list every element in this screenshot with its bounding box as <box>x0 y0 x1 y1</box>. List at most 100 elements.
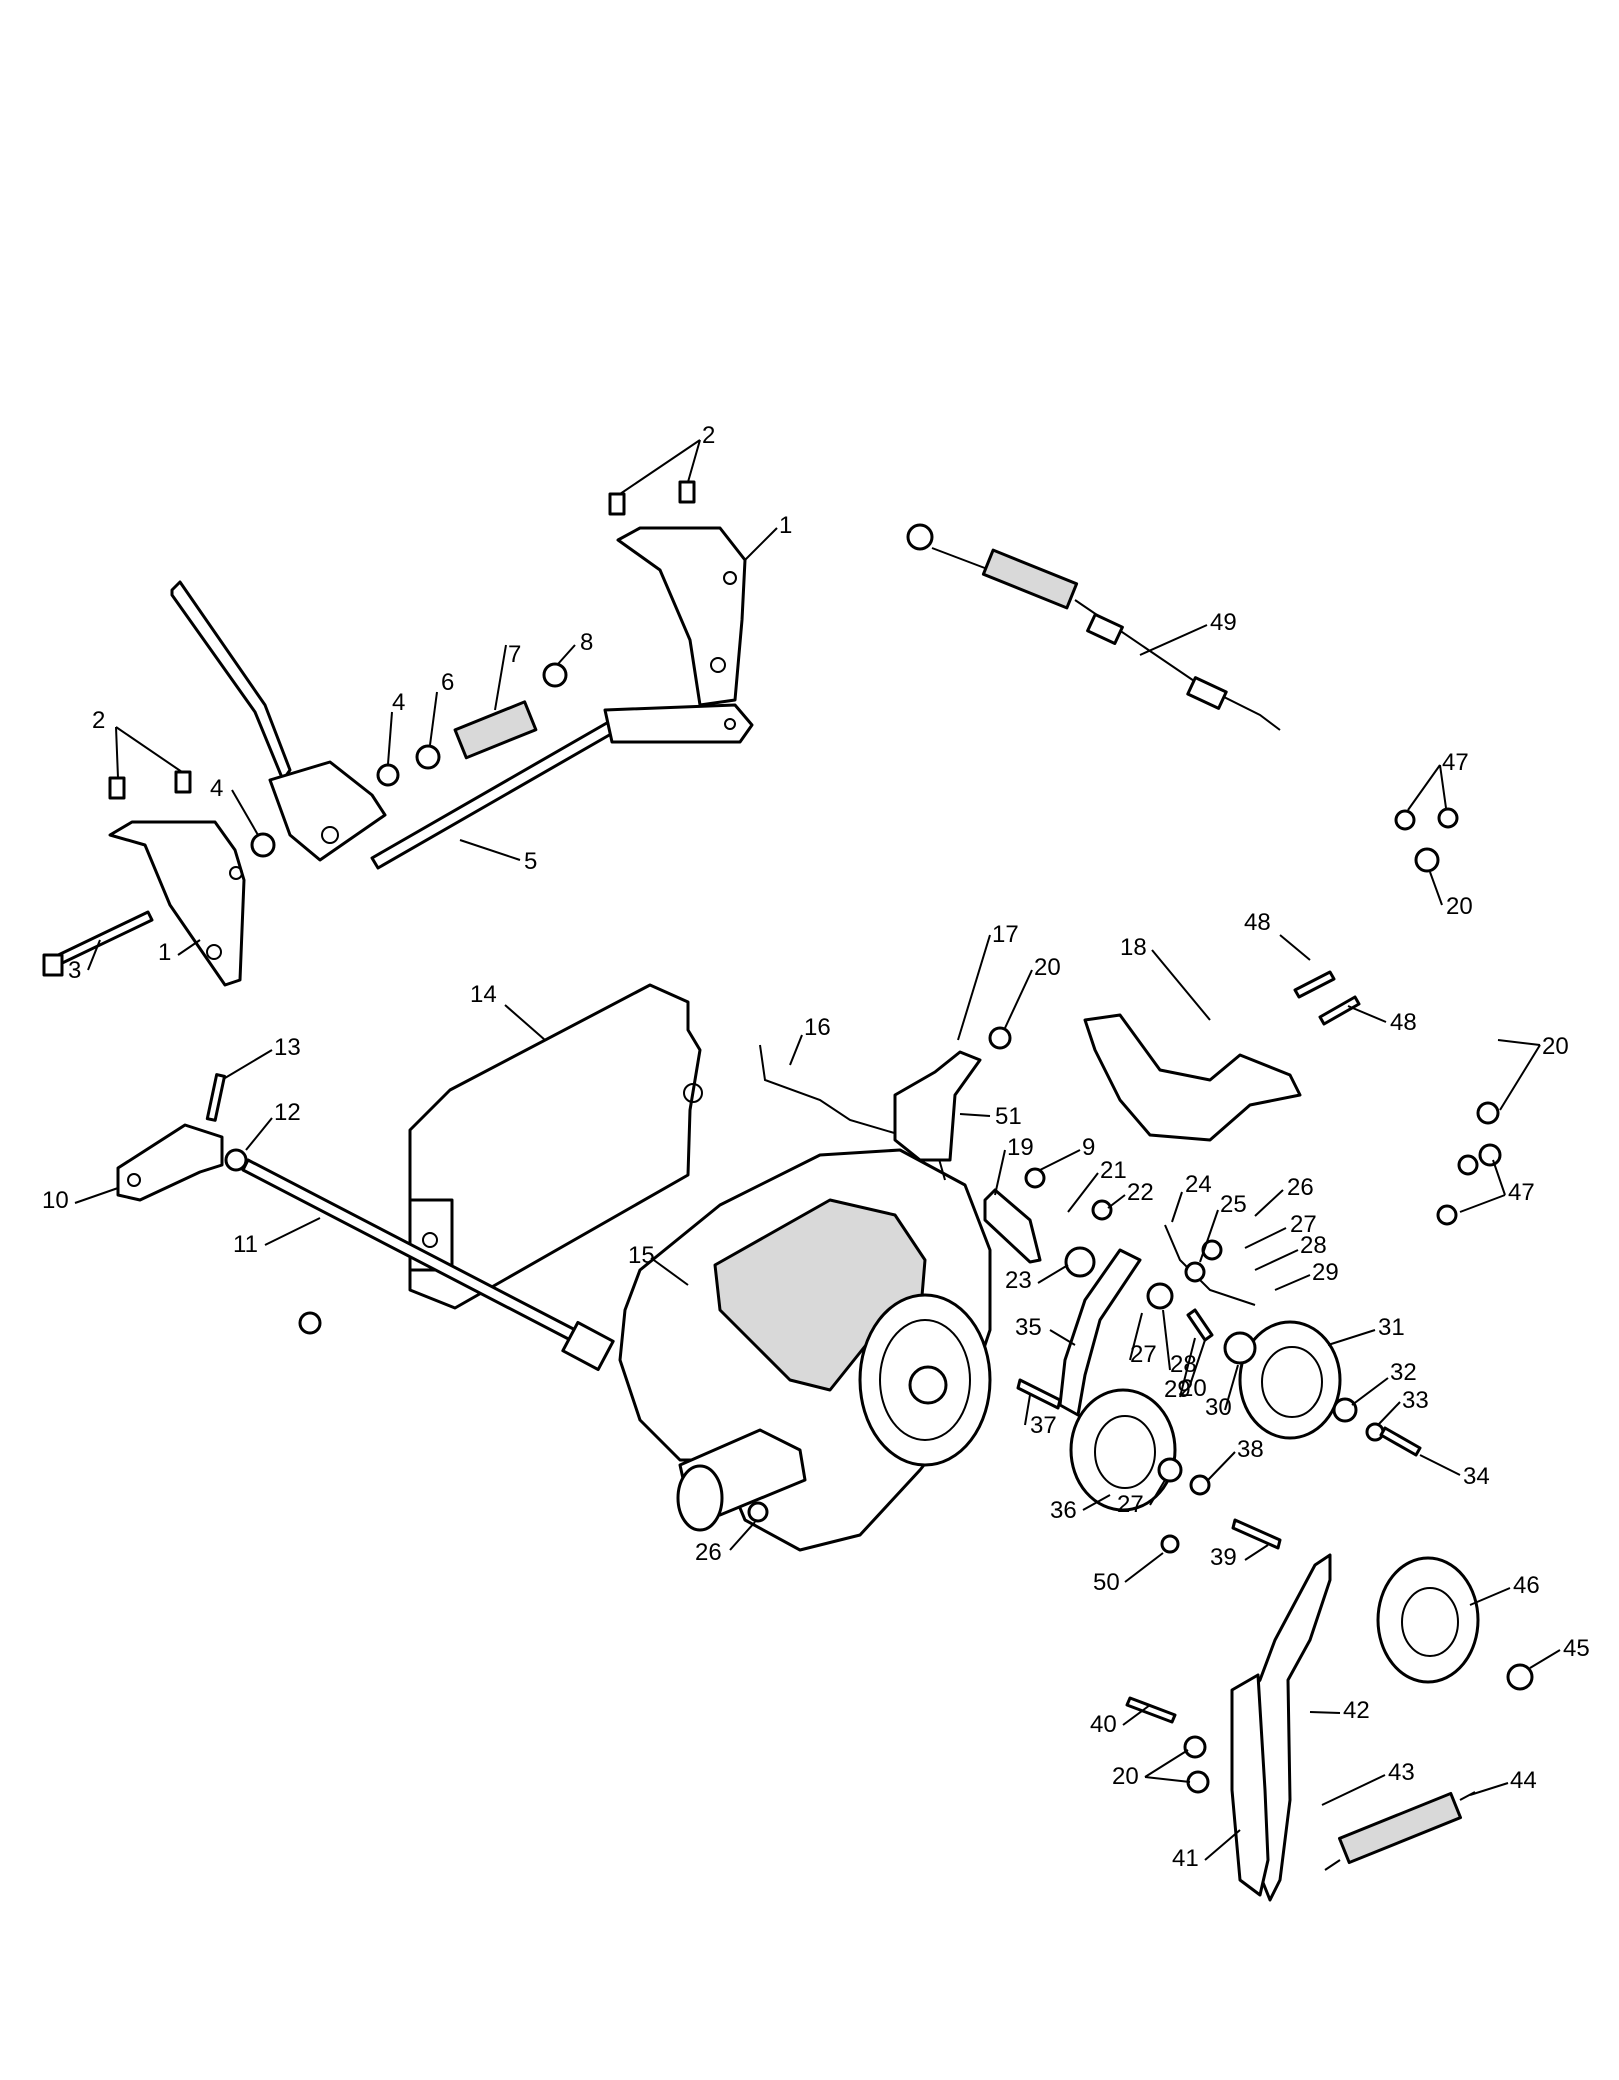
leader-c51 <box>959 1113 991 1117</box>
callout-label-26: 26 <box>695 1539 722 1566</box>
callout-label-38: 38 <box>1237 1436 1264 1463</box>
leader-c20c <box>1497 1039 1541 1111</box>
leader-c33 <box>1377 1401 1401 1426</box>
callout-label-51: 51 <box>995 1103 1022 1130</box>
part-cable <box>906 523 1281 731</box>
callout-label-3: 3 <box>68 957 81 984</box>
part-lever-rod <box>170 580 754 870</box>
callout-label-23: 23 <box>1005 1267 1032 1294</box>
leader-c4a <box>387 711 393 765</box>
leader-c50 <box>1124 1552 1164 1583</box>
leader-c35 <box>1049 1329 1076 1346</box>
callout-label-42: 42 <box>1343 1697 1370 1724</box>
callout-label-14: 14 <box>470 981 497 1008</box>
part-tension-bracket <box>1230 1553 1476 1902</box>
leader-c2b <box>115 726 183 779</box>
callout-label-26: 26 <box>1287 1174 1314 1201</box>
leader-c29b <box>1189 1339 1206 1386</box>
leader-c21 <box>1067 1172 1099 1213</box>
leader-c20e <box>1144 1749 1191 1783</box>
callout-label-4: 4 <box>210 775 223 802</box>
callout-label-49: 49 <box>1210 609 1237 636</box>
callout-label-46: 46 <box>1513 1572 1540 1599</box>
callout-label-30: 30 <box>1205 1394 1232 1421</box>
callout-label-8: 8 <box>580 629 593 656</box>
part-bolt-long <box>42 910 154 977</box>
callout-label-11: 11 <box>233 1231 258 1258</box>
leader-c27c <box>1149 1479 1166 1506</box>
leader-c1a <box>744 527 778 561</box>
callout-label-33: 33 <box>1402 1387 1429 1414</box>
leader-c1b <box>177 939 201 956</box>
callout-label-16: 16 <box>804 1014 831 1041</box>
leader-c36 <box>1082 1494 1111 1511</box>
leader-c9 <box>1039 1149 1081 1171</box>
callout-label-47: 47 <box>1442 749 1469 776</box>
callout-label-28: 28 <box>1300 1232 1327 1259</box>
part-plate <box>408 983 703 1310</box>
leader-c20a <box>1429 871 1443 906</box>
callout-label-5: 5 <box>524 848 537 875</box>
leader-c26b <box>729 1521 756 1551</box>
callout-label-1: 1 <box>158 939 171 966</box>
callout-label-27: 27 <box>1117 1491 1144 1518</box>
leader-c10 <box>74 1187 119 1204</box>
leader-c19 <box>994 1149 1006 1196</box>
part-bracket-lower <box>108 770 246 987</box>
leader-c47a <box>1407 764 1447 811</box>
leader-c31 <box>1327 1329 1376 1346</box>
leader-c41 <box>1204 1829 1241 1861</box>
callout-label-15: 15 <box>628 1242 655 1269</box>
leader-c18 <box>1151 949 1211 1021</box>
leader-c16 <box>789 1034 803 1066</box>
leader-c48a <box>1279 934 1311 961</box>
leader-c32 <box>1351 1377 1389 1406</box>
callout-label-32: 32 <box>1390 1359 1417 1386</box>
leader-c29a <box>1274 1274 1311 1291</box>
callout-label-36: 36 <box>1050 1497 1077 1524</box>
leader-c28b <box>1162 1309 1171 1371</box>
leader-c17 <box>957 934 991 1041</box>
callout-label-35: 35 <box>1015 1314 1042 1341</box>
callout-label-10: 10 <box>42 1187 69 1214</box>
callout-label-20: 20 <box>1180 1375 1207 1402</box>
leader-c39 <box>1244 1544 1269 1561</box>
callout-label-19: 19 <box>1007 1134 1034 1161</box>
callout-label-18: 18 <box>1120 934 1147 961</box>
callout-label-22: 22 <box>1127 1179 1154 1206</box>
callout-label-20: 20 <box>1542 1033 1569 1060</box>
leader-c42 <box>1309 1711 1341 1714</box>
leader-c6 <box>429 691 438 746</box>
callout-label-21: 21 <box>1100 1157 1127 1184</box>
leader-c12 <box>245 1117 273 1151</box>
callout-label-47: 47 <box>1508 1179 1535 1206</box>
callout-label-17: 17 <box>992 921 1019 948</box>
callout-label-2: 2 <box>92 707 105 734</box>
callouts: 2 1 49 7 8 4 6 2 4 5 47 20 3 <box>42 422 1590 1872</box>
leader-c45 <box>1529 1649 1561 1669</box>
part-pulleys <box>1069 1320 1480 1684</box>
leader-c40 <box>1122 1704 1151 1726</box>
leader-c20b <box>1004 969 1033 1029</box>
leader-c26a <box>1254 1189 1284 1217</box>
callout-label-37: 37 <box>1030 1412 1057 1439</box>
part-spring-washers <box>250 662 568 858</box>
leader-c15 <box>650 1257 689 1286</box>
part-screws-upper <box>608 480 696 516</box>
callout-label-25: 25 <box>1220 1191 1247 1218</box>
leader-c23 <box>1037 1264 1069 1284</box>
callout-label-39: 39 <box>1210 1544 1237 1571</box>
leader-c43 <box>1321 1774 1386 1806</box>
callout-label-9: 9 <box>1082 1134 1095 1161</box>
part-bracket-upper <box>616 526 747 707</box>
callout-label-28: 28 <box>1170 1351 1197 1378</box>
callout-label-41: 41 <box>1172 1845 1199 1872</box>
callout-label-29: 29 <box>1164 1376 1191 1403</box>
leader-c11 <box>264 1217 321 1246</box>
leader-c28a <box>1254 1249 1299 1271</box>
callout-label-48: 48 <box>1244 909 1271 936</box>
part-transmission <box>618 1148 992 1552</box>
part-shaft-assembly <box>116 1073 615 1372</box>
leader-c27b <box>1129 1312 1143 1361</box>
